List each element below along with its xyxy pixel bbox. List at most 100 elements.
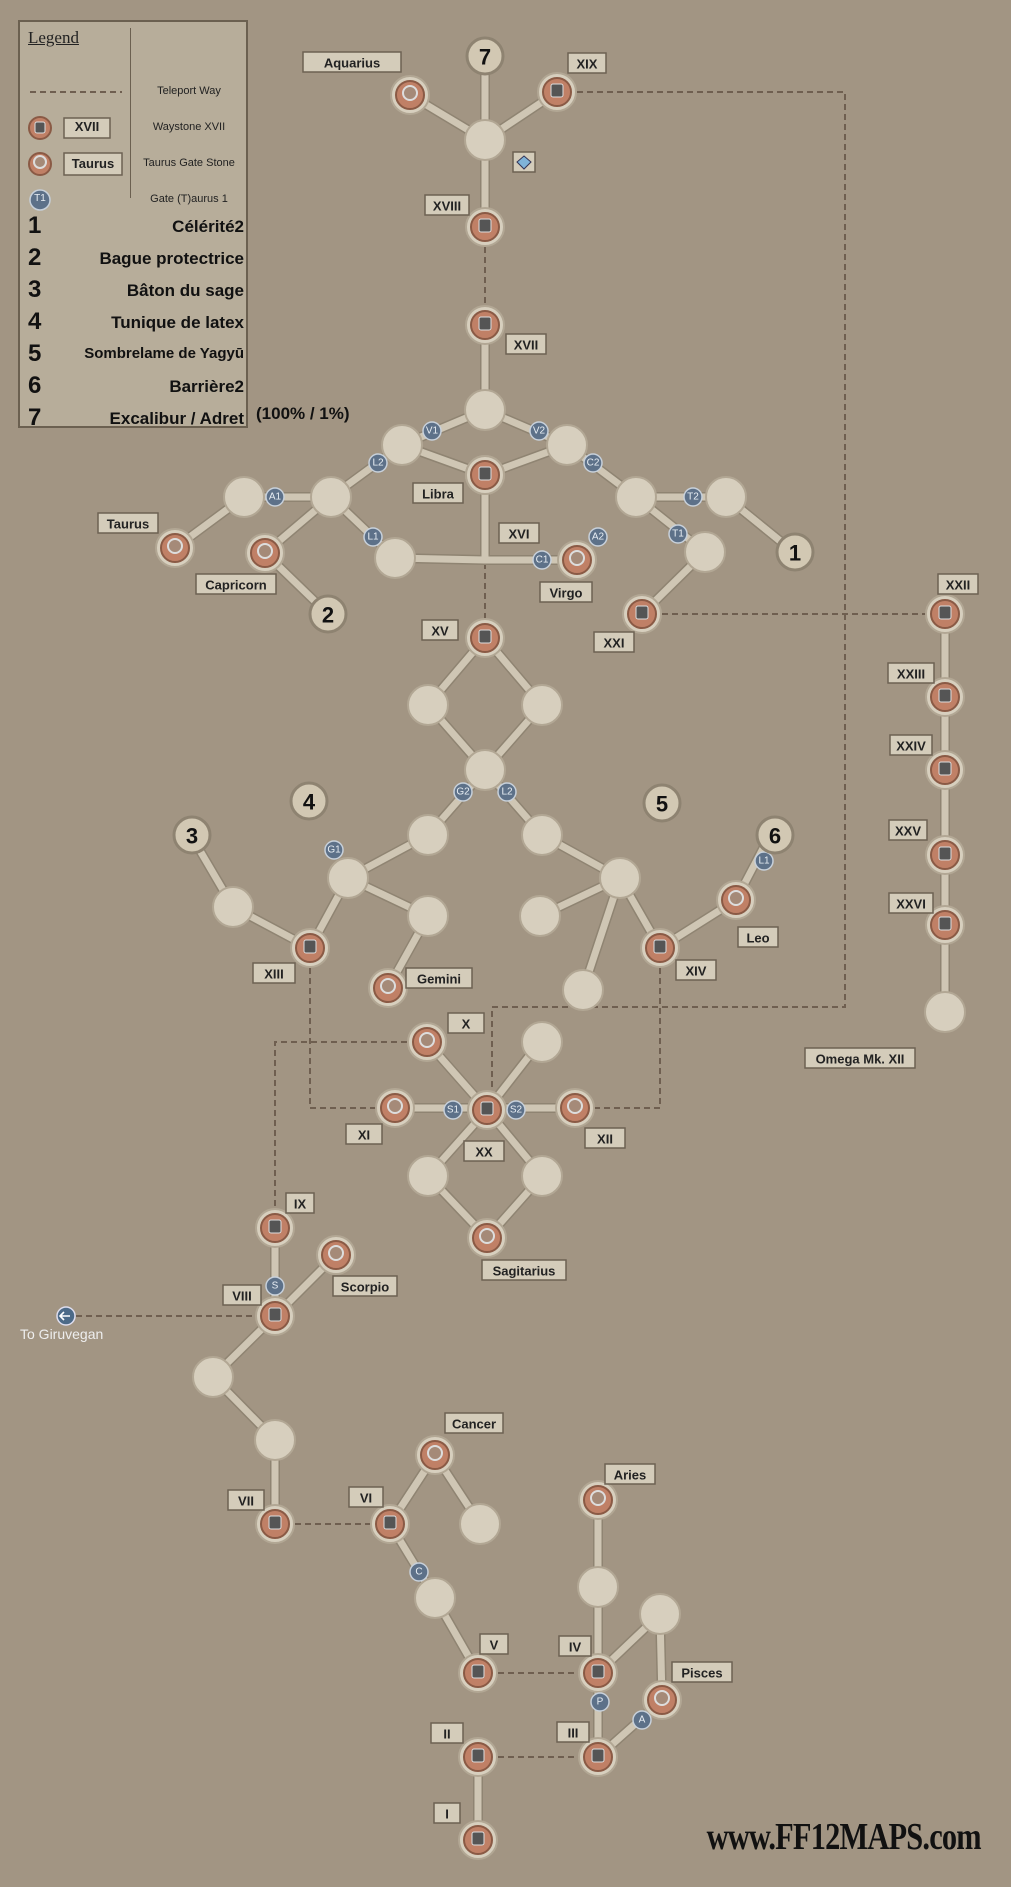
- label-text: XXIII: [897, 667, 925, 682]
- waystone-icon[interactable]: [458, 1653, 498, 1693]
- waystone-icon[interactable]: [465, 618, 505, 658]
- treasure-marker-5[interactable]: 5: [642, 783, 682, 823]
- crystal-icon[interactable]: [512, 151, 536, 173]
- gatestone-icon: [28, 152, 123, 176]
- label-xviii: XVIII: [424, 194, 470, 216]
- gate-icon-t2[interactable]: T2: [683, 487, 703, 507]
- label-text: Aquarius: [324, 56, 380, 71]
- gate-stone-icon[interactable]: [375, 1088, 415, 1128]
- exit-label[interactable]: To Giruvegan: [20, 1326, 104, 1342]
- label-text: XXVI: [896, 897, 926, 912]
- gate-stone-icon[interactable]: [368, 968, 408, 1008]
- gate-icon-s2[interactable]: S2: [506, 1100, 526, 1120]
- gate-icon-l2a[interactable]: L2: [368, 453, 388, 473]
- waystone-icon[interactable]: [465, 207, 505, 247]
- waystone-icon[interactable]: [925, 905, 965, 945]
- label-text: Libra: [422, 487, 455, 502]
- legend-desc-waystone: Waystone XVII: [152, 121, 226, 133]
- gate-label: C: [415, 1567, 422, 1578]
- waystone-icon[interactable]: [537, 72, 577, 112]
- room-node: [223, 476, 265, 518]
- gate-icon-g1[interactable]: G1: [324, 840, 344, 860]
- gate-icon-p[interactable]: P: [590, 1692, 610, 1712]
- teleport-way-xix-x: [491, 91, 846, 1110]
- gate-icon-t1[interactable]: T1: [668, 524, 688, 544]
- label-scorpio: Scorpio: [332, 1275, 398, 1297]
- treasure-marker-7[interactable]: 7: [465, 36, 505, 76]
- label-xxi: XXI: [593, 631, 635, 653]
- gate-stone-icon[interactable]: [407, 1022, 447, 1062]
- legend-desc-gatestone: Taurus Gate Stone: [143, 157, 235, 169]
- treasure-marker-3[interactable]: 3: [172, 815, 212, 855]
- waystone-icon[interactable]: [255, 1296, 295, 1336]
- treasure-marker-1[interactable]: 1: [775, 532, 815, 572]
- gate-stone-icon[interactable]: [155, 528, 195, 568]
- waystone-icon[interactable]: [622, 594, 662, 634]
- waystone-icon[interactable]: [370, 1504, 410, 1544]
- waystone-icon[interactable]: [578, 1653, 618, 1693]
- gate-icon-g2[interactable]: G2: [453, 782, 473, 802]
- waystone-icon[interactable]: [925, 835, 965, 875]
- gate-stone-icon[interactable]: [467, 1218, 507, 1258]
- room-node: [521, 814, 563, 856]
- gate-icon-a1[interactable]: A1: [265, 487, 285, 507]
- gate-icon-v2[interactable]: V2: [529, 421, 549, 441]
- label-text: Leo: [746, 931, 769, 946]
- gate-icon-a2[interactable]: A2: [588, 527, 608, 547]
- gate-icon-l2b[interactable]: L2: [497, 782, 517, 802]
- waystone-icon[interactable]: [925, 594, 965, 634]
- waystone-icon[interactable]: [255, 1208, 295, 1248]
- label-xxvi: XXVI: [888, 892, 934, 914]
- waystone-icon[interactable]: [578, 1737, 618, 1777]
- legend-item-text: Célérité2: [172, 217, 244, 236]
- legend-item-number: 7: [28, 404, 42, 431]
- label-text: Omega Mk. XII: [816, 1052, 905, 1067]
- label-xv: XV: [421, 619, 459, 641]
- gate-icon-a[interactable]: A: [632, 1710, 652, 1730]
- gate-stone-icon[interactable]: [316, 1235, 356, 1275]
- waystone-icon[interactable]: [458, 1737, 498, 1777]
- teleport-way-xiv-xii: [575, 948, 661, 1109]
- waystone-icon[interactable]: [467, 1090, 507, 1130]
- gate-icon-v1[interactable]: V1: [422, 421, 442, 441]
- treasure-marker-4[interactable]: 4: [289, 781, 329, 821]
- waystone-icon[interactable]: [290, 928, 330, 968]
- label-text: XVI: [509, 527, 530, 542]
- treasure-marker-6[interactable]: 6: [755, 815, 795, 855]
- room-node: [464, 119, 506, 161]
- gate-stone-icon[interactable]: [245, 533, 285, 573]
- label-text: Pisces: [681, 1666, 722, 1681]
- waystone-icon[interactable]: [255, 1504, 295, 1544]
- waystone-icon[interactable]: [925, 677, 965, 717]
- room-node: [521, 684, 563, 726]
- gate-icon-s1[interactable]: S1: [443, 1100, 463, 1120]
- label-leo: Leo: [737, 926, 779, 948]
- exit-icon[interactable]: [56, 1306, 76, 1326]
- gate-icon-s[interactable]: S: [265, 1276, 285, 1296]
- gate-icon-c2[interactable]: C2: [583, 453, 603, 473]
- gate-stone-icon[interactable]: [415, 1435, 455, 1475]
- waystone-icon[interactable]: [925, 750, 965, 790]
- waystone-icon[interactable]: [458, 1820, 498, 1860]
- gate-stone-icon[interactable]: [390, 75, 430, 115]
- gate-stone-icon[interactable]: [716, 880, 756, 920]
- gate-icon-l1b[interactable]: L1: [754, 851, 774, 871]
- gate-icon-c[interactable]: C: [409, 1562, 429, 1582]
- label-text: XXIV: [896, 739, 926, 754]
- treasure-marker-2[interactable]: 2: [308, 594, 348, 634]
- label-text: Capricorn: [205, 578, 266, 593]
- gate-icon-l1a[interactable]: L1: [363, 527, 383, 547]
- gate-stone-icon[interactable]: [555, 1088, 595, 1128]
- gate-label: C1: [536, 555, 549, 566]
- gate-stone-icon[interactable]: [642, 1680, 682, 1720]
- waystone-icon[interactable]: [465, 305, 505, 345]
- gate-icon-c1[interactable]: C1: [532, 550, 552, 570]
- gate-stone-icon[interactable]: [557, 540, 597, 580]
- legend-row-gate: T1 Gate (T)aurus 1: [20, 186, 246, 214]
- waystone-icon[interactable]: [640, 928, 680, 968]
- waystone-icon[interactable]: [465, 455, 505, 495]
- gate-stone-icon[interactable]: [578, 1480, 618, 1520]
